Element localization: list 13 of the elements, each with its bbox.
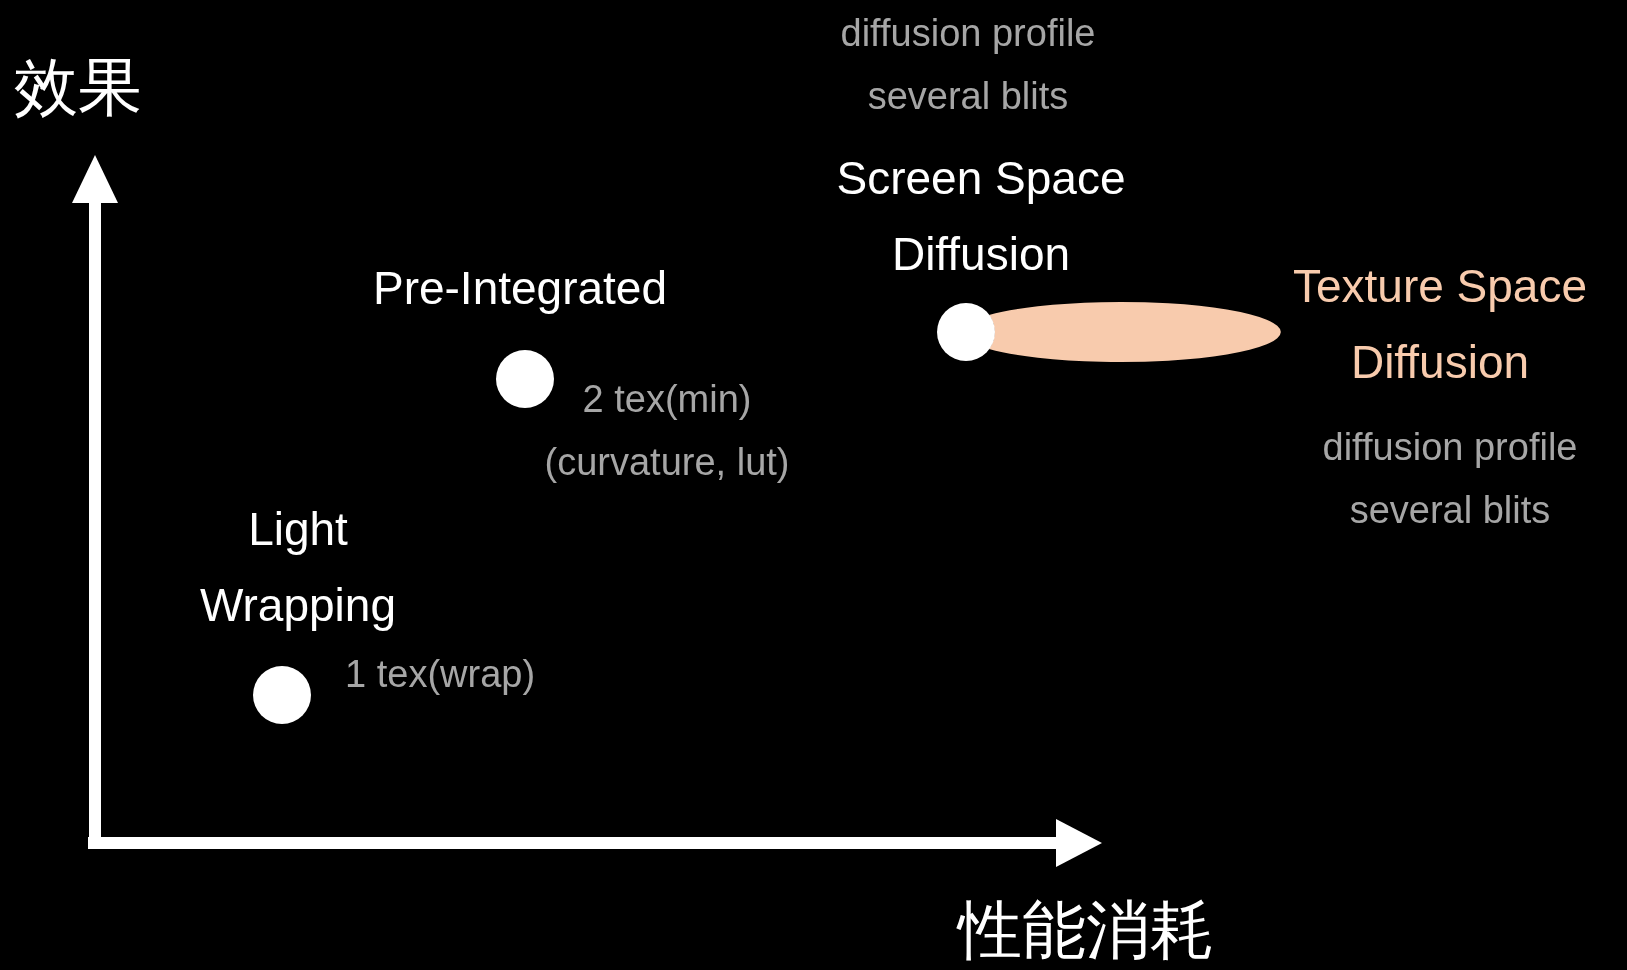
- point-label: Screen Space Diffusion: [835, 151, 1127, 282]
- point-note: diffusion profile several blits: [1321, 425, 1579, 533]
- point-note: diffusion profile several blits: [839, 11, 1097, 119]
- x-axis-label: 性能消耗: [958, 898, 1214, 962]
- point-label: Texture Space Diffusion: [1291, 259, 1589, 390]
- data-point: [937, 303, 995, 361]
- y-axis-label: 效果: [14, 55, 142, 119]
- point-label: Light Wrapping: [198, 502, 397, 633]
- point-label: Pre-Integrated: [371, 261, 669, 316]
- point-note: 1 tex(wrap): [345, 652, 537, 697]
- point-note: 2 tex(min) (curvature, lut): [543, 377, 791, 485]
- data-point: [253, 666, 311, 724]
- data-point: [496, 350, 554, 408]
